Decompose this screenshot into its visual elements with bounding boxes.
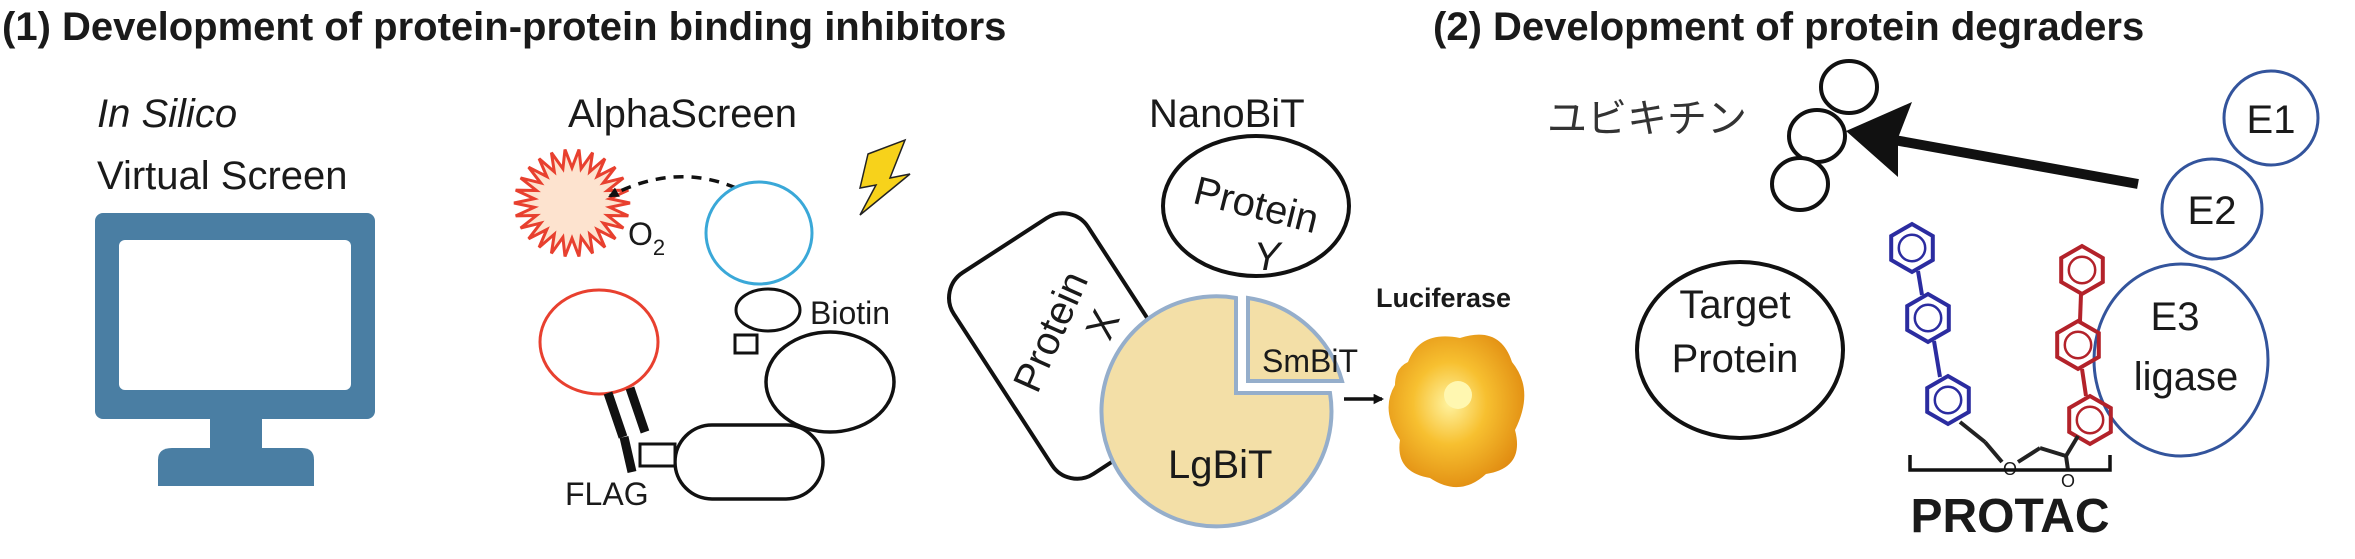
alpha-protein-y [764, 330, 896, 434]
e2-enzyme [2160, 157, 2264, 261]
lgbit-fragment [1099, 294, 1334, 529]
flag-label: FLAG [565, 476, 649, 512]
linker-bond-5 [2064, 434, 2080, 458]
red-ring-3-aromatic [2075, 405, 2105, 435]
virtual-screen-label: Virtual Screen [97, 154, 348, 198]
ubiquitin-bead-1 [1819, 59, 1879, 115]
ubiquitin-label: ユビキチン [1547, 96, 1747, 142]
acceptor-bead [538, 288, 660, 396]
e1-label: E1 [2247, 98, 2296, 142]
blue-ring-1 [1889, 221, 1935, 275]
red-ring-2 [2055, 318, 2101, 372]
lgbit-label: LgBiT [1168, 443, 1273, 487]
smbit-fragment [1246, 295, 1345, 383]
e2-label: E2 [2188, 189, 2237, 233]
target-protein-shape [1635, 260, 1845, 440]
linker-carbonyl [2064, 455, 2070, 471]
alphascreen-title: AlphaScreen [568, 92, 797, 136]
protein-y-label-2: Y [1254, 235, 1284, 279]
biotin-label: Biotin [810, 295, 890, 331]
biotin-tag [734, 287, 802, 333]
red-ring-2-aromatic [2063, 330, 2093, 360]
nanobit-title: NanoBiT [1149, 92, 1305, 136]
red-ring-1 [2059, 243, 2105, 297]
donor-bead [704, 180, 814, 286]
linker-bond-4 [2039, 446, 2067, 458]
luciferase-label: Luciferase [1376, 283, 1511, 313]
blue-bond-1 [1916, 270, 1924, 296]
biotin-linker [733, 333, 759, 355]
smbit-label: SmBiT [1262, 343, 1358, 379]
red-ring-1-aromatic [2067, 255, 2097, 285]
blue-ring-2-aromatic [1913, 303, 1943, 333]
linker-bond-1 [1958, 420, 1987, 444]
insilico-label: In Silico [97, 92, 237, 136]
e1-enzyme [2222, 69, 2320, 167]
singlet-oxygen-arrow [608, 175, 737, 198]
nanobit-protein-y [1161, 134, 1351, 278]
linker-bond-2 [1983, 440, 2004, 464]
alpha-protein-x [673, 423, 825, 501]
blue-ring-3-aromatic [1933, 385, 1963, 415]
lightning-bolt-icon [859, 138, 911, 216]
antibody-icon [603, 386, 650, 474]
protac-molecule [1889, 221, 2113, 471]
red-ring-3 [2067, 393, 2113, 447]
flag-tag [638, 442, 677, 468]
ubiquitin-bead-3 [1770, 156, 1830, 212]
blue-bond-2 [1932, 340, 1942, 378]
emission-burst-icon [513, 148, 631, 258]
target-label-1: Target [1679, 283, 1790, 327]
e3-label-2: ligase [2134, 355, 2239, 399]
blue-ring-1-aromatic [1897, 233, 1927, 263]
ubiquitination-arrowhead [1846, 102, 1912, 177]
section2-title: (2) Development of protein degraders [1433, 5, 2144, 49]
luciferase-protein-icon [1388, 334, 1525, 488]
red-bond-1 [2078, 293, 2083, 322]
blue-ring-3 [1925, 373, 1971, 427]
protac-label: PROTAC [1910, 490, 2109, 543]
linker-bond-3 [2016, 446, 2042, 464]
blue-ring-2 [1905, 291, 1951, 345]
ubiquitination-arrow [1871, 131, 2139, 189]
oxygen-label: O2 [628, 216, 665, 260]
computer-monitor-icon [95, 213, 375, 486]
protac-bracket [1908, 455, 2112, 472]
linker-carbonyl-oxygen: O [2061, 471, 2075, 491]
ubiquitin-bead-2 [1787, 108, 1847, 164]
red-bond-2 [2080, 368, 2088, 397]
section1-title: (1) Development of protein-protein bindi… [2, 5, 1006, 49]
e3-label-1: E3 [2151, 295, 2200, 339]
target-label-2: Protein [1672, 337, 1799, 381]
